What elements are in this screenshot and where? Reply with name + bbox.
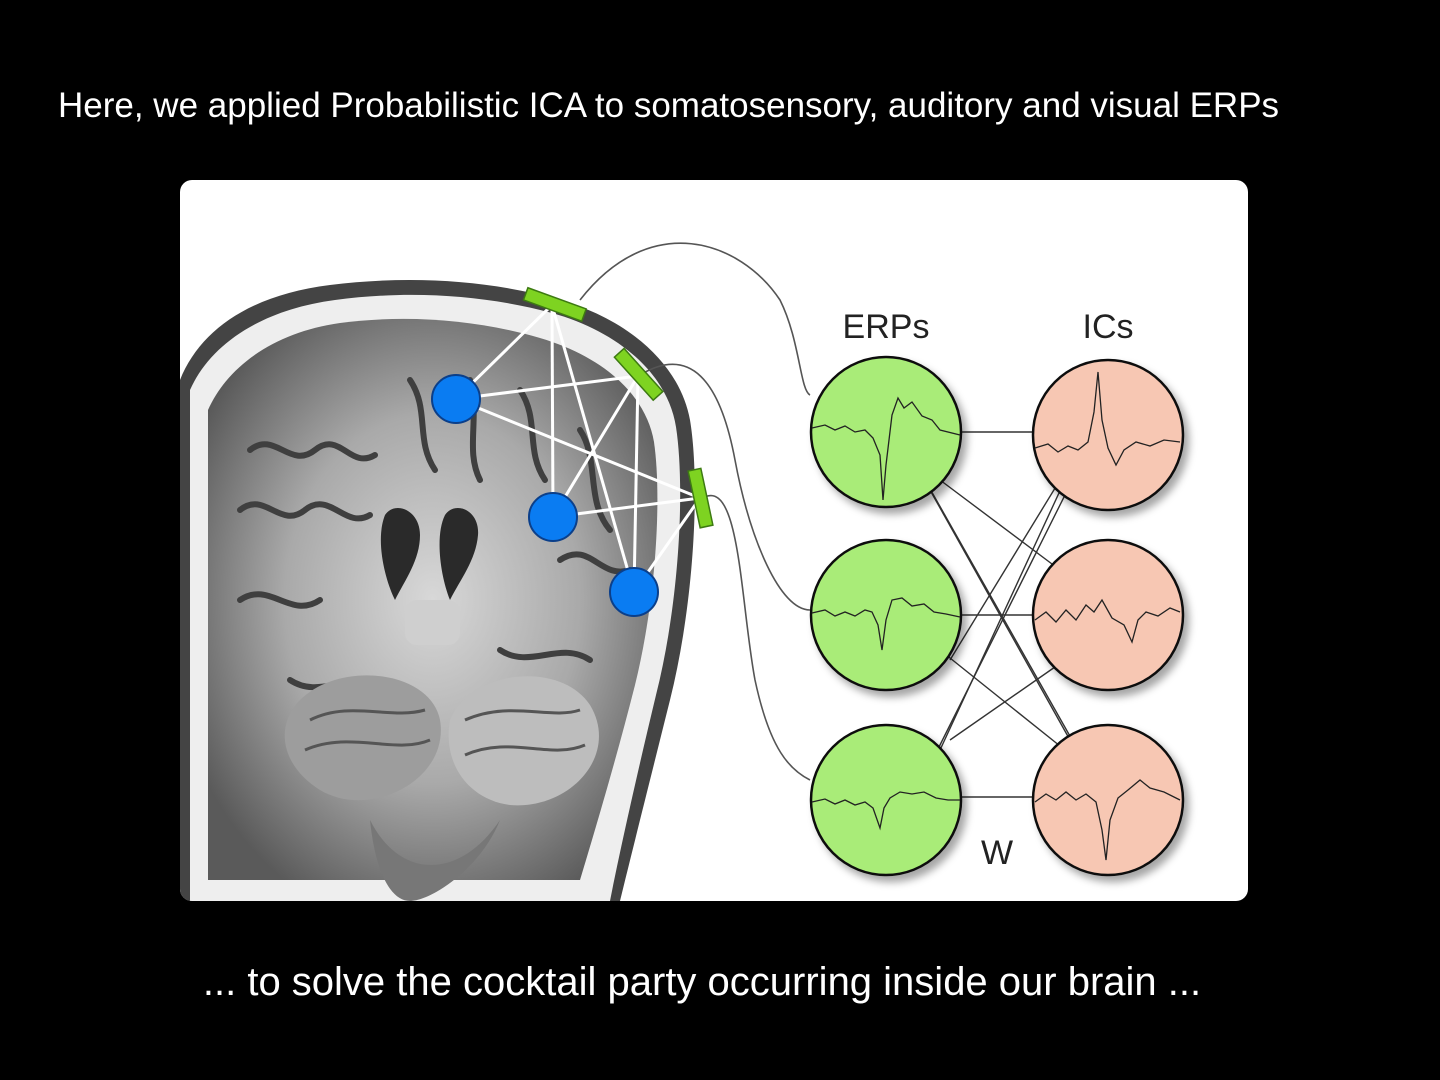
erp-waveform-2 xyxy=(811,597,961,651)
erp-circle-1 xyxy=(809,355,963,509)
erps-label: ERPs xyxy=(843,308,930,346)
slide-headline: Here, we applied Probabilistic ICA to so… xyxy=(58,86,1280,125)
ic-column xyxy=(1031,358,1185,877)
ic-circle-3 xyxy=(1031,723,1185,877)
ica-figure-panel: ERPs ICs W xyxy=(180,180,1248,901)
ica-diagram: ERPs ICs W xyxy=(180,242,1185,901)
source-2 xyxy=(528,492,578,542)
erp-column xyxy=(809,355,963,877)
source-1 xyxy=(431,374,481,424)
erp-circle-2 xyxy=(809,538,963,692)
slide-caption: ... to solve the cocktail party occurrin… xyxy=(202,960,1202,1004)
source-3 xyxy=(609,567,659,617)
brain-mri-image xyxy=(180,280,695,901)
erp-circle-3 xyxy=(809,723,963,877)
unmixing-lines xyxy=(924,431,1076,798)
ic-waveform-2 xyxy=(1034,598,1181,644)
neural-sources xyxy=(431,374,659,617)
electrode-3 xyxy=(687,467,714,529)
ic-circle-1 xyxy=(1031,358,1185,512)
electrode-1 xyxy=(522,286,588,323)
erp-waveforms xyxy=(811,396,961,831)
electrode-cables xyxy=(579,242,811,781)
electrode-2 xyxy=(613,347,664,402)
ic-waveforms xyxy=(1034,371,1181,861)
ic-circle-2 xyxy=(1031,538,1185,692)
erp-waveform-3 xyxy=(811,791,960,831)
ics-label: ICs xyxy=(1083,308,1134,346)
ic-waveform-1 xyxy=(1034,371,1181,467)
ic-waveform-3 xyxy=(1034,779,1181,861)
w-label: W xyxy=(981,834,1013,872)
electrodes xyxy=(522,286,714,529)
erp-waveform-1 xyxy=(811,396,961,501)
